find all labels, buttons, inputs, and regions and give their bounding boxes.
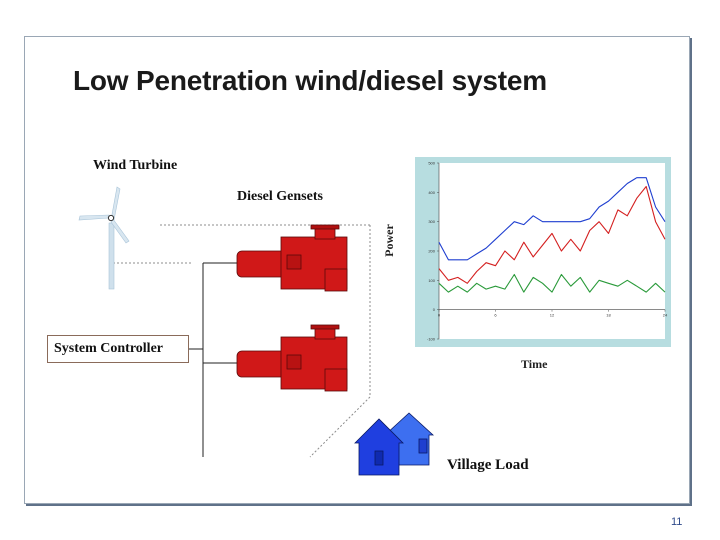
chart-y-tick-label: 300 — [428, 219, 435, 224]
slide-title: Low Penetration wind/diesel system — [73, 65, 547, 96]
chart-series-line-1 — [438, 177, 666, 261]
diesel-genset-2-icon — [236, 324, 348, 392]
chart-x-tick-label: 12 — [550, 313, 555, 318]
diesel-genset-1-icon — [236, 224, 348, 292]
diagram-graphics — [78, 186, 435, 476]
house-front-icon — [354, 418, 404, 476]
chart-y-tick-label: 400 — [428, 190, 435, 195]
chart-series-line-3 — [438, 273, 666, 293]
chart-y-tick-label: -100 — [427, 337, 436, 342]
slide-frame: Low Penetration wind/diesel system — [24, 36, 690, 504]
slide-number: 11 — [671, 516, 683, 528]
chart-y-tick-label: 200 — [428, 249, 435, 254]
connection-lines — [112, 224, 371, 458]
chart-y-axis-label: Power — [381, 224, 396, 257]
chart-x-tick-label: 18 — [606, 313, 611, 318]
chart-x-axis-label: Time — [521, 357, 548, 371]
chart-x-tick-label: 6 — [494, 313, 497, 318]
chart-x-tick-label: 24 — [663, 313, 668, 318]
chart-series-line-2 — [438, 185, 666, 284]
chart-x-tick-label: 0 — [438, 313, 441, 318]
chart-y-tick-label: 500 — [428, 161, 435, 166]
system-controller-label: System Controller — [54, 341, 163, 356]
system-controller-box: System Controller — [47, 335, 189, 363]
wind-turbine-label: Wind Turbine — [93, 158, 178, 173]
chart-y-tick-label: 0 — [433, 307, 436, 312]
village-house-icons — [354, 412, 435, 476]
village-load-label: Village Load — [447, 457, 529, 473]
power-chart: -100 0 100 200 300 400 500 0 6 12 18 24 — [415, 157, 671, 347]
diesel-gensets-label: Diesel Gensets — [237, 189, 323, 204]
chart-y-tick-label: 100 — [428, 278, 435, 283]
wind-turbine-icon — [78, 186, 130, 290]
controller-wiring — [187, 262, 237, 457]
